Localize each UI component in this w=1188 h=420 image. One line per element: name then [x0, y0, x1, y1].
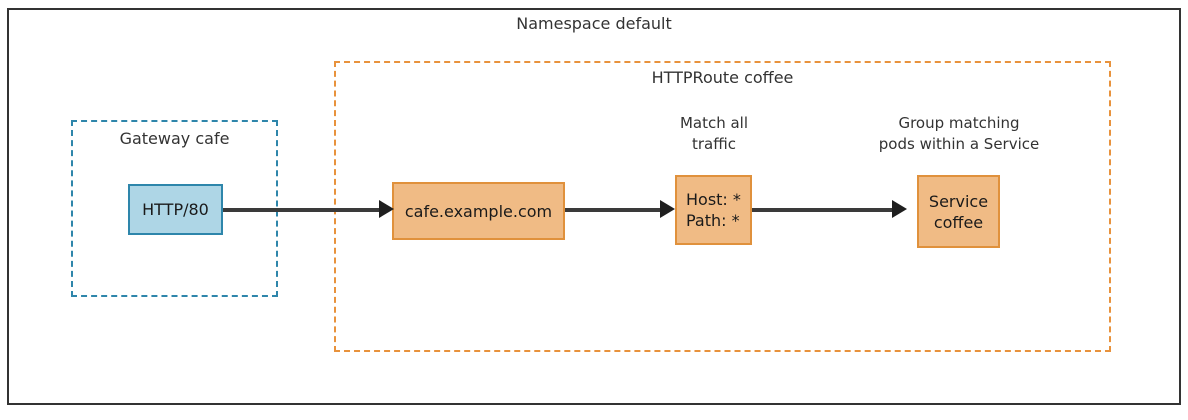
arrow-head-icon: [660, 200, 675, 218]
edge-match-to-backend: [752, 208, 894, 212]
match-rules-label: Host: * Path: *: [686, 190, 741, 230]
httproute-label: HTTPRoute coffee: [651, 68, 794, 87]
gateway-listener-label: HTTP/80: [142, 200, 209, 219]
gateway-label: Gateway cafe: [119, 129, 230, 148]
edge-hostname-to-match: [565, 208, 662, 212]
match-caption: Match all traffic: [679, 114, 749, 153]
backend-service-label: Service coffee: [928, 191, 989, 232]
httproute-container: [334, 61, 1111, 352]
arrow-head-icon: [892, 200, 907, 218]
namespace-label: Namespace default: [516, 14, 672, 33]
backend-caption: Group matching pods within a Service: [878, 114, 1040, 153]
edge-listener-to-hostname: [223, 208, 383, 212]
arrow-head-icon: [379, 200, 394, 218]
hostname-node[interactable]: cafe.example.com: [392, 182, 565, 240]
gateway-listener-node[interactable]: HTTP/80: [128, 184, 223, 235]
hostname-label: cafe.example.com: [404, 201, 553, 221]
match-rules-node[interactable]: Host: * Path: *: [675, 175, 752, 245]
backend-service-node[interactable]: Service coffee: [917, 175, 1000, 248]
